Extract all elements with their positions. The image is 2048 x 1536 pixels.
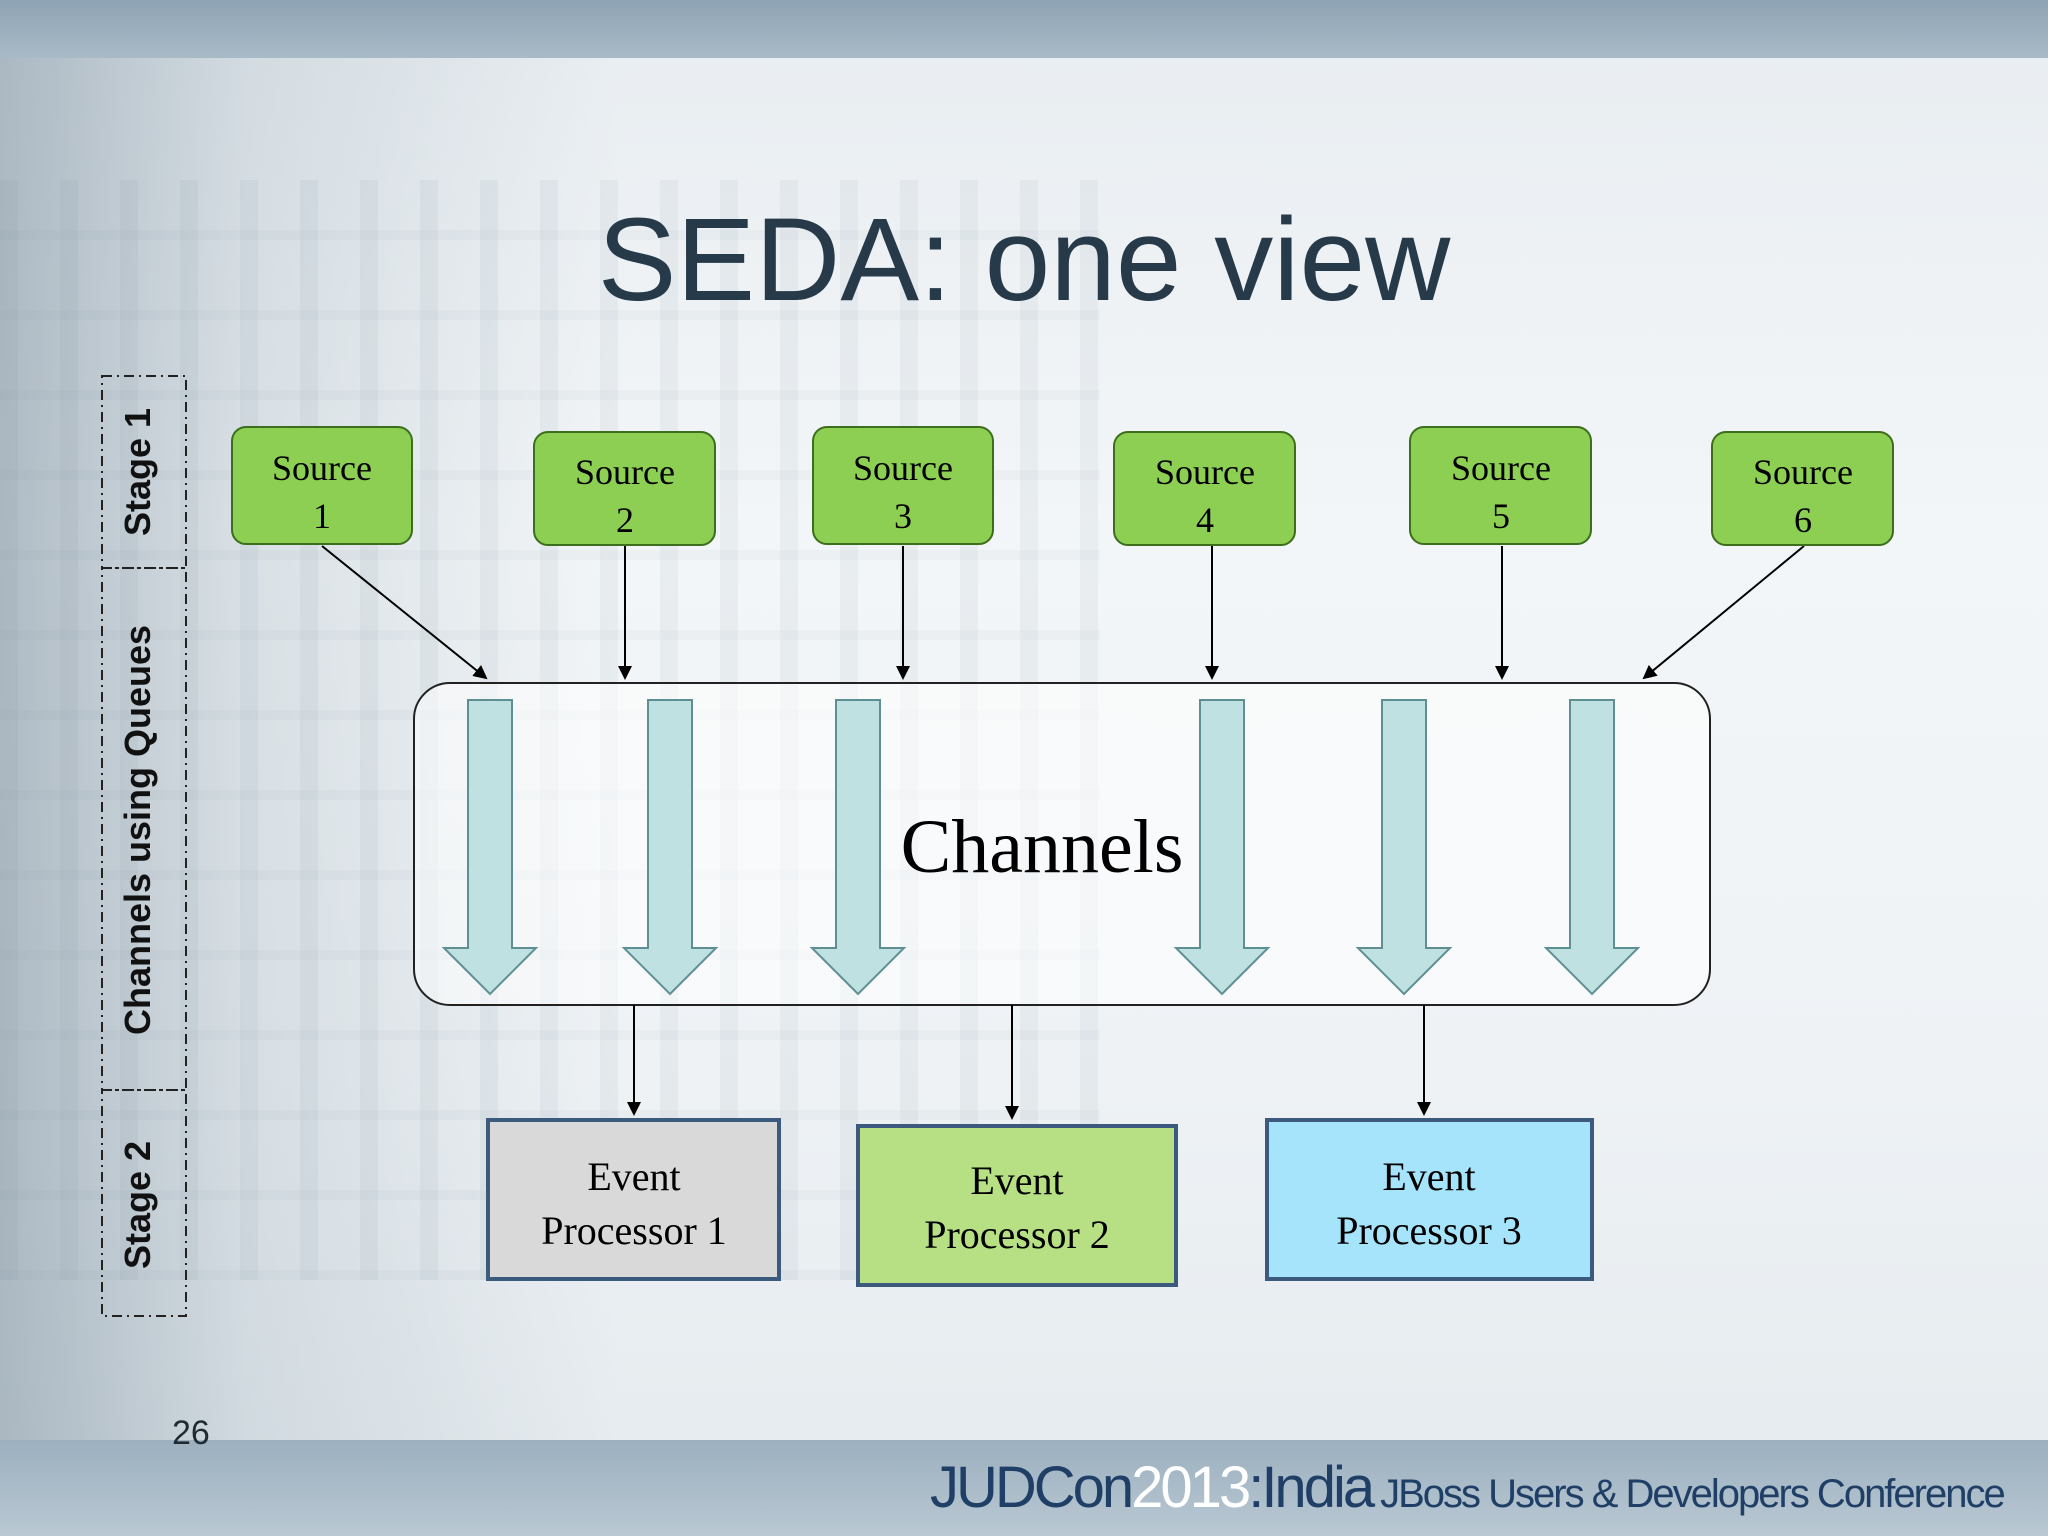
source-5-line2: 5	[1492, 496, 1510, 536]
stage-2-bracket	[101, 1089, 187, 1317]
connector-source-6	[1642, 545, 1805, 680]
footer-banner	[0, 1440, 2048, 1536]
source-5-box: Source 5	[1409, 426, 1592, 545]
event-processor-2-line1: Event	[970, 1158, 1063, 1203]
stage-brackets: Stage 1 Channels using Queues Stage 2	[101, 375, 187, 1317]
connector-source-1	[321, 545, 488, 680]
stage-channels-bracket	[101, 567, 187, 1091]
source-6-line1: Source	[1753, 452, 1853, 492]
logo-tagline: JBoss Users & Developers Conference	[1380, 1472, 2006, 1516]
channels-label: Channels	[901, 805, 1184, 889]
event-processor-1-line1: Event	[587, 1154, 680, 1199]
source-4-line1: Source	[1155, 452, 1255, 492]
source-4-line2: 4	[1196, 500, 1214, 540]
channel-arrow-5	[1355, 699, 1453, 996]
page-number: 26	[172, 1414, 210, 1452]
source-4-box: Source 4	[1113, 431, 1296, 546]
source-connectors	[321, 545, 1805, 680]
channel-arrows	[441, 699, 1641, 996]
channel-arrow-1	[441, 699, 539, 996]
slide-title: SEDA: one view	[597, 194, 1451, 326]
top-banner	[0, 0, 2048, 58]
channel-arrow-3	[809, 699, 907, 996]
processor-connectors	[627, 1005, 1431, 1120]
event-processor-2-box: Event Processor 2	[856, 1124, 1178, 1287]
event-processor-1-line2: Processor 1	[541, 1208, 727, 1253]
logo-year-text: 2013	[1131, 1455, 1251, 1520]
stage-1-label: Stage 1	[117, 408, 158, 536]
event-processor-3-box: Event Processor 3	[1265, 1118, 1594, 1281]
stage-channels-label: Channels using Queues	[117, 625, 158, 1035]
source-6-line2: 6	[1794, 500, 1812, 540]
source-2-box: Source 2	[533, 431, 716, 546]
source-1-line2: 1	[313, 496, 331, 536]
logo-judcon-text: JUDCon	[930, 1455, 1134, 1520]
event-processor-2-line2: Processor 2	[924, 1212, 1110, 1257]
source-2-line1: Source	[575, 452, 675, 492]
event-processor-3-line2: Processor 3	[1336, 1208, 1522, 1253]
source-1-box: Source 1	[231, 426, 413, 545]
event-processor-3-line1: Event	[1382, 1154, 1475, 1199]
source-3-line2: 3	[894, 496, 912, 536]
channel-arrow-4	[1173, 699, 1271, 996]
source-3-line1: Source	[853, 448, 953, 488]
stage-1-bracket	[101, 375, 187, 569]
channel-arrow-6	[1543, 699, 1641, 996]
source-2-line2: 2	[616, 500, 634, 540]
stage-2-label: Stage 2	[117, 1141, 158, 1269]
source-3-box: Source 3	[812, 426, 994, 545]
channel-arrow-2	[621, 699, 719, 996]
source-6-box: Source 6	[1711, 431, 1894, 546]
source-5-line1: Source	[1451, 448, 1551, 488]
event-processor-1-box: Event Processor 1	[486, 1118, 781, 1281]
logo-india-text: :India	[1248, 1455, 1375, 1520]
source-1-line1: Source	[272, 448, 372, 488]
